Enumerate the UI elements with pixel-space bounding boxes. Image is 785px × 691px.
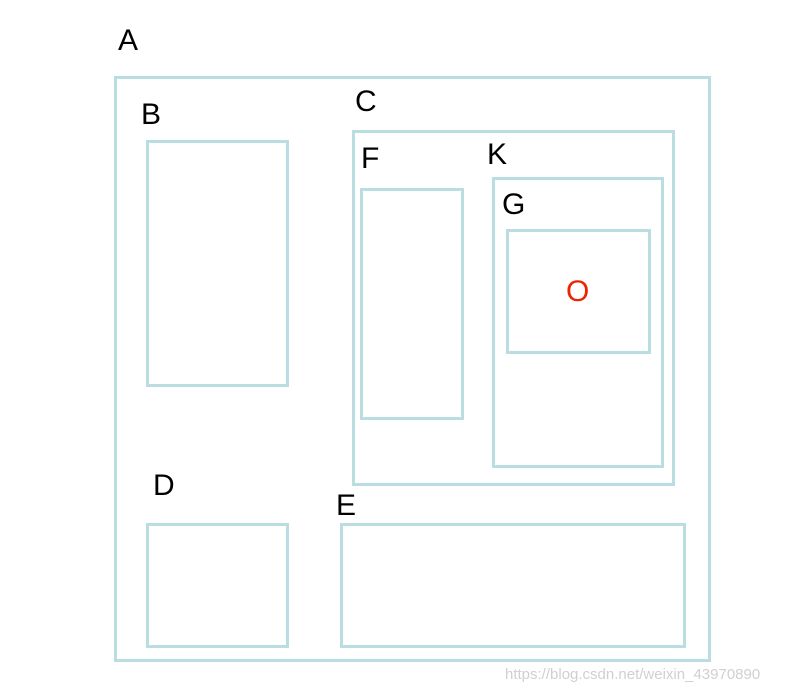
- label-b: B: [141, 98, 162, 131]
- label-g: G: [502, 188, 526, 221]
- box-f: [360, 188, 464, 420]
- box-g: [506, 229, 651, 354]
- box-c: [352, 130, 675, 486]
- marker-o: O: [566, 275, 590, 308]
- box-e: [340, 523, 686, 648]
- label-f: F: [361, 142, 380, 175]
- label-a: A: [118, 24, 139, 57]
- label-e: E: [336, 489, 357, 522]
- label-d: D: [153, 469, 175, 502]
- box-b: [146, 140, 289, 387]
- box-d: [146, 523, 289, 648]
- label-k: K: [487, 138, 508, 171]
- label-c: C: [355, 85, 377, 118]
- box-a: [114, 76, 711, 662]
- box-k: [492, 177, 664, 468]
- watermark-text: https://blog.csdn.net/weixin_43970890: [505, 666, 761, 683]
